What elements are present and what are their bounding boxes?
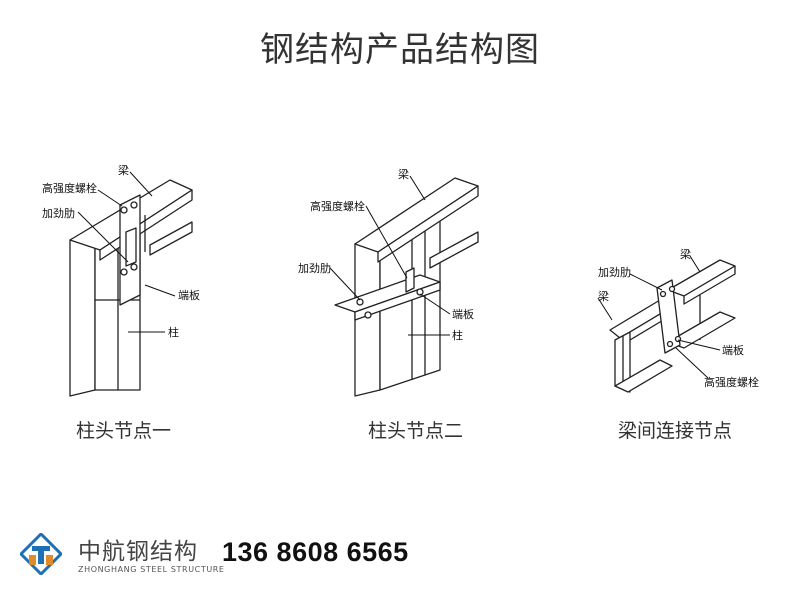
page-title: 钢结构产品结构图 — [260, 30, 540, 70]
node1-label-stiffener: 加劲肋 — [42, 206, 75, 220]
node3-drawing — [609, 259, 736, 393]
phone-number[interactable]: 136 8608 6565 — [222, 537, 409, 567]
node1-caption: 柱头节点一 — [76, 420, 172, 442]
brand-logo-icon — [20, 533, 62, 575]
node2-label-beam: 梁 — [398, 167, 409, 181]
node3-label-endplate: 端板 — [722, 343, 744, 357]
brand-name-cn: 中航钢结构 — [78, 539, 198, 565]
node2-drawing — [334, 177, 479, 397]
node2-label-column: 柱 — [452, 328, 463, 342]
node1-drawing — [69, 179, 193, 397]
node3-caption: 梁间连接节点 — [618, 420, 733, 442]
node2-label-bolt: 高强度螺栓 — [310, 199, 365, 213]
node1-label-beam: 梁 — [118, 163, 129, 177]
node3-label-beam-left: 梁 — [598, 289, 609, 303]
node3-label-beam-right: 梁 — [680, 247, 691, 261]
node1-label-endplate: 端板 — [178, 288, 200, 302]
node3-label-bolt: 高强度螺栓 — [704, 375, 759, 389]
node2-caption: 柱头节点二 — [368, 420, 464, 442]
node1-label-bolt: 高强度螺栓 — [42, 181, 97, 195]
node2-label-stiffener: 加劲肋 — [298, 261, 331, 275]
node3-label-stiffener: 加劲肋 — [598, 265, 631, 279]
node2-label-endplate: 端板 — [452, 307, 474, 321]
node1-label-column: 柱 — [168, 325, 179, 339]
brand-name-en: ZHONGHANG STEEL STRUCTURE — [78, 565, 225, 574]
